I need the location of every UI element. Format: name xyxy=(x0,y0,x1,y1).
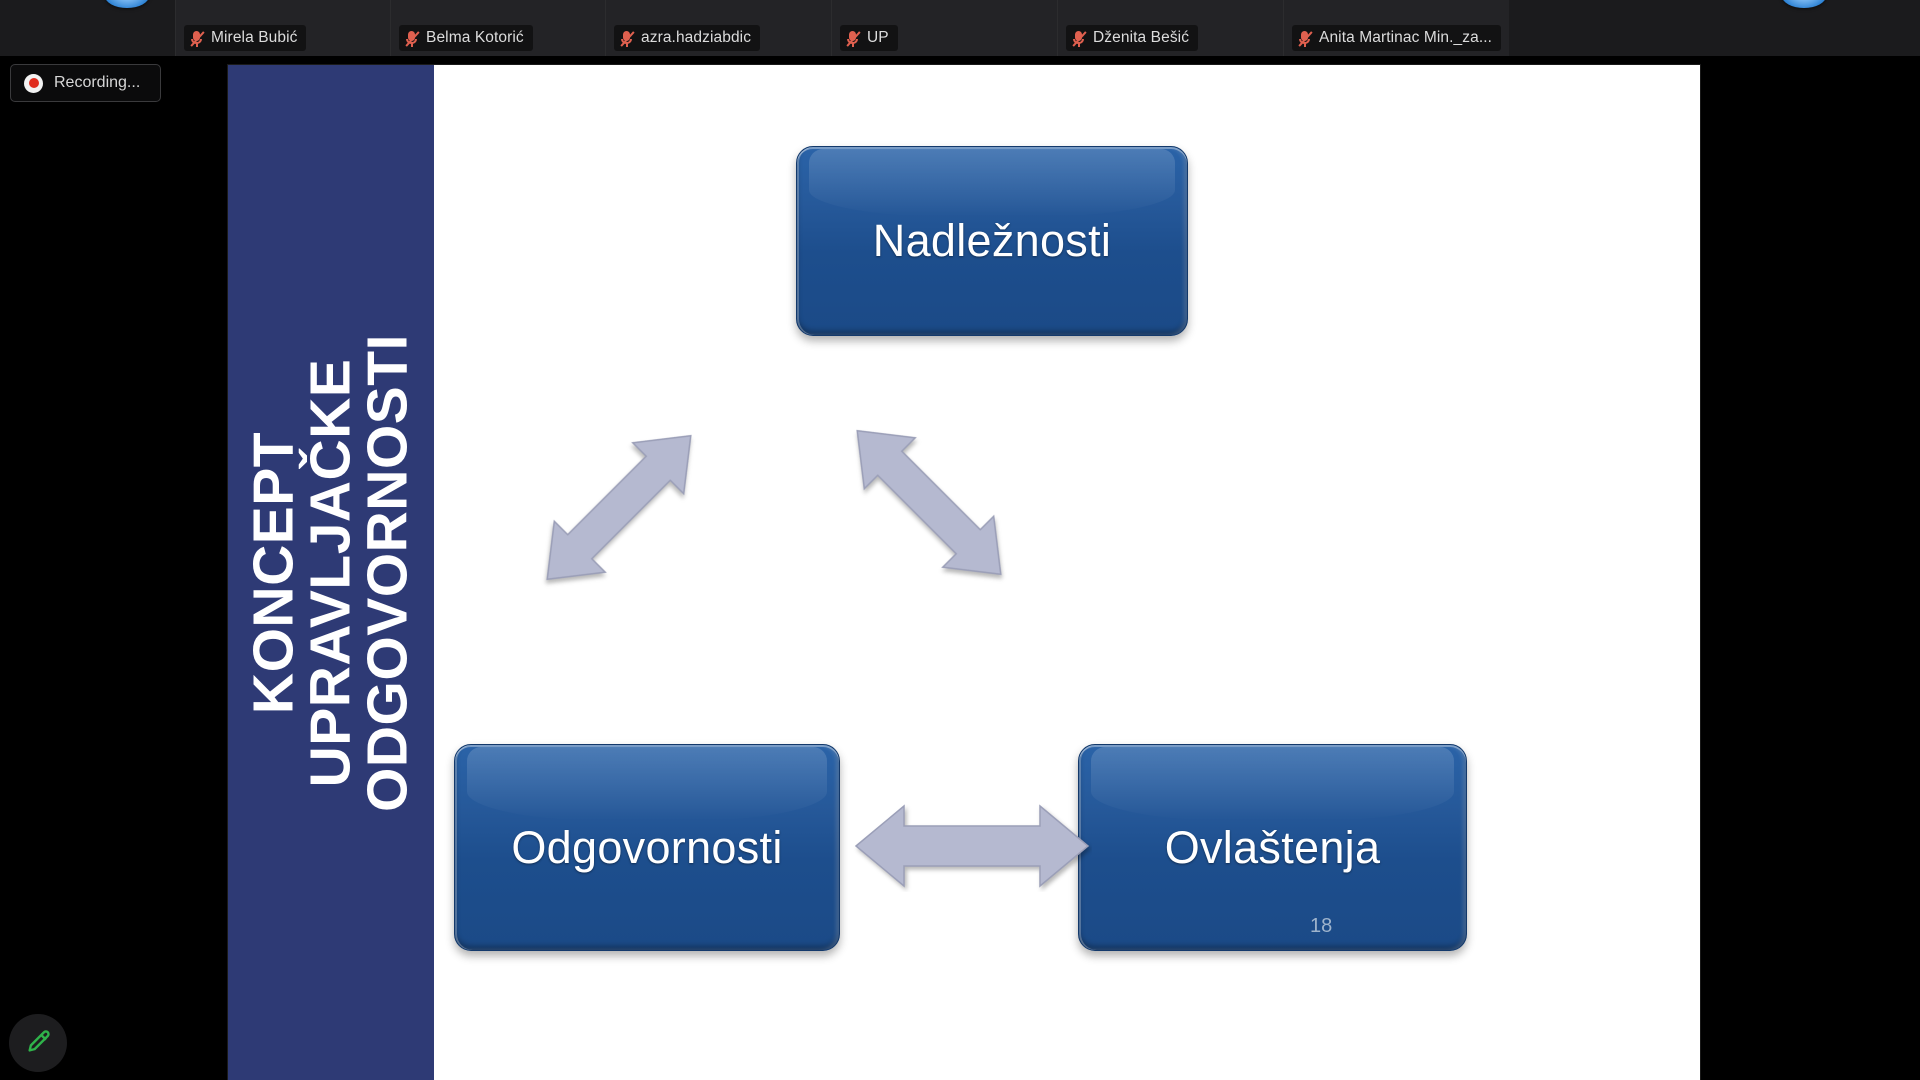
participant-name: Dženita Bešić xyxy=(1093,29,1190,46)
arrow-odgovornosti-nadleznosti xyxy=(546,434,692,581)
diagram-node-odgovornosti: Odgovornosti xyxy=(454,744,840,951)
participant-nameplate: Dženita Bešić xyxy=(1066,25,1199,51)
participant-tile[interactable]: UP xyxy=(831,0,1057,56)
arrow-odgovornosti-ovlastenja xyxy=(854,804,1090,888)
participant-name: UP xyxy=(867,29,889,46)
mic-muted-icon xyxy=(189,30,205,47)
slide-title-line-1: KONCEPT xyxy=(241,431,306,714)
slide-title-line-3: ODGOVORNOSTI xyxy=(355,333,420,812)
mic-muted-icon xyxy=(404,30,420,47)
recording-indicator[interactable]: Recording... xyxy=(10,64,162,102)
diagram-node-nadleznosti: Nadležnosti xyxy=(796,146,1188,336)
node-label-left: Odgovornosti xyxy=(511,821,783,873)
participant-tile-list: Mirela Bubić Belma Kotorić azra.hadziabdic… xyxy=(175,0,1755,56)
slide-title: KONCEPT UPRAVLJAČKE ODGOVORNOSTI xyxy=(241,73,420,1073)
participant-name: Mirela Bubić xyxy=(211,29,298,46)
participant-name: azra.hadziabdic xyxy=(641,29,752,46)
participant-nameplate: UP xyxy=(840,25,898,51)
participant-tile[interactable]: Dženita Bešić xyxy=(1057,0,1283,56)
participant-nameplate: Belma Kotorić xyxy=(399,25,533,51)
mic-muted-icon xyxy=(845,30,861,47)
record-dot-icon xyxy=(24,73,43,93)
mic-muted-icon xyxy=(619,30,635,47)
node-label-top: Nadležnosti xyxy=(872,215,1112,266)
participant-tile[interactable]: Anita Martinac Min._za... xyxy=(1283,0,1509,56)
diagram-node-ovlastenja: Ovlaštenja 18 xyxy=(1078,744,1467,951)
slide-canvas: Nadležnosti Odgovornosti Ovlaštenja 18 xyxy=(434,65,1700,1080)
slide-title-band: KONCEPT UPRAVLJAČKE ODGOVORNOSTI xyxy=(228,65,434,1080)
shared-slide: KONCEPT UPRAVLJAČKE ODGOVORNOSTI Nadležn… xyxy=(228,65,1700,1080)
participant-nameplate: Mirela Bubić xyxy=(184,25,307,51)
mic-muted-icon xyxy=(1297,30,1313,47)
arrow-nadleznosti-ovlastenja xyxy=(856,429,1002,576)
participant-filmstrip: Mirela Bubić Belma Kotorić azra.hadziabdic… xyxy=(0,0,1920,56)
participant-nameplate: azra.hadziabdic xyxy=(614,25,761,51)
participant-tile[interactable]: azra.hadziabdic xyxy=(605,0,831,56)
participant-nameplate: Anita Martinac Min._za... xyxy=(1292,25,1502,51)
node-label-right: Ovlaštenja xyxy=(1164,821,1381,873)
participant-name: Belma Kotorić xyxy=(426,29,524,46)
slide-number: 18 xyxy=(1310,915,1333,937)
participant-tile[interactable]: Mirela Bubić xyxy=(175,0,390,56)
chevron-up-icon-left[interactable] xyxy=(105,0,149,8)
participant-tile[interactable]: Belma Kotorić xyxy=(390,0,605,56)
annotate-button[interactable] xyxy=(9,1014,67,1072)
mic-muted-icon xyxy=(1071,30,1087,47)
recording-label: Recording... xyxy=(54,74,141,91)
slide-title-line-2: UPRAVLJAČKE xyxy=(298,358,363,787)
pencil-icon xyxy=(28,1030,50,1052)
participant-name: Anita Martinac Min._za... xyxy=(1319,29,1493,46)
chevron-up-icon-right[interactable] xyxy=(1782,0,1826,8)
